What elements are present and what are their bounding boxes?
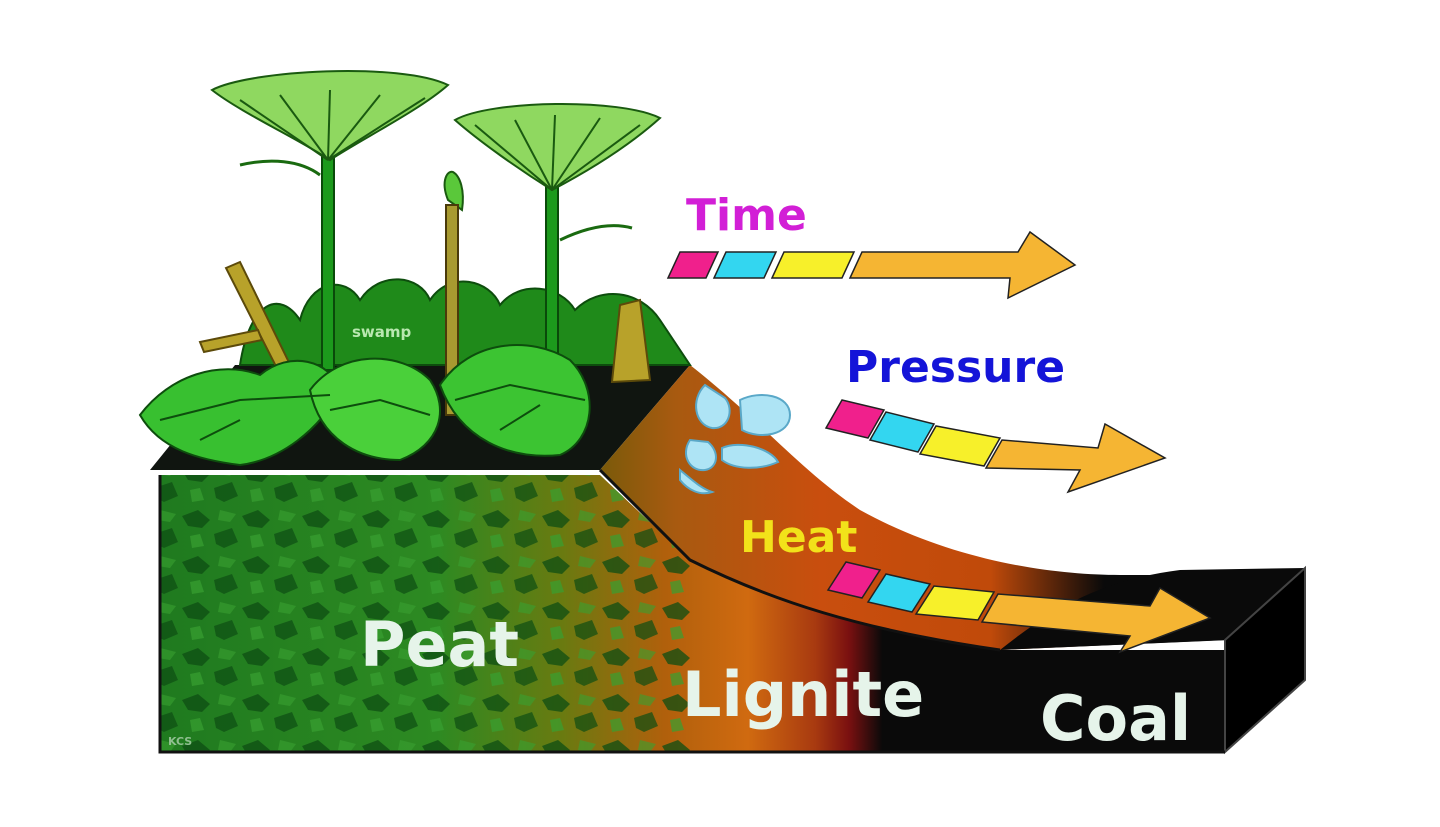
swamp-vegetation: swamp [138,70,692,467]
pressure-step-yellow [918,425,1002,467]
ground-outline [158,475,1225,754]
horsetail-tip [443,170,464,212]
stump-right [610,298,652,384]
slope-edge [598,468,1001,652]
coal-block-front [1000,650,1225,752]
fern-right [438,344,591,457]
swamp-label: swamp [352,323,412,341]
time-step-magenta [666,251,720,279]
tree-1-branches [239,89,426,161]
water-drop-5 [679,467,716,495]
tree-2-branches [474,114,641,191]
fern-center [308,357,441,462]
time-label: Time [686,190,807,241]
pressure-step-magenta [824,399,886,439]
peat-label: Peat [360,608,519,681]
tree-1-trunk [321,149,335,371]
tree-2-crown [453,102,662,192]
tree-1-side-branch [239,159,321,177]
tree-2-side-branch [559,224,633,242]
time-arrow: Time [666,190,1077,300]
water-drop-4 [721,443,780,469]
heat-step-magenta [826,561,882,599]
peat-texture [160,475,690,752]
heat-label: Heat [740,512,857,563]
water-splash [679,383,792,495]
heat-step-orange [980,586,1212,654]
fern-veins [159,383,586,441]
time-step-yellow [770,251,856,279]
credit-label: KCS [168,735,192,748]
pressure-step-cyan [868,411,936,453]
heat-step-cyan [866,573,932,613]
heat-step-yellow [914,585,996,621]
time-step-orange [848,230,1077,300]
pressure-step-orange [984,422,1167,494]
water-drop-2 [738,394,792,436]
background-bushes [238,278,692,366]
heat-arrow: Heat [740,512,1212,654]
pressure-arrow: Pressure [824,342,1167,494]
water-drop-1 [695,383,731,430]
water-drop-3 [685,438,717,472]
slope-face [600,365,1230,650]
pressure-label: Pressure [846,342,1065,393]
coal-block-side [1224,565,1306,755]
horsetail-stem [445,204,459,416]
time-step-cyan [712,251,778,279]
log-branch [198,328,264,354]
lignite-label: Lignite [682,658,924,731]
coal-label: Coal [1040,682,1191,755]
